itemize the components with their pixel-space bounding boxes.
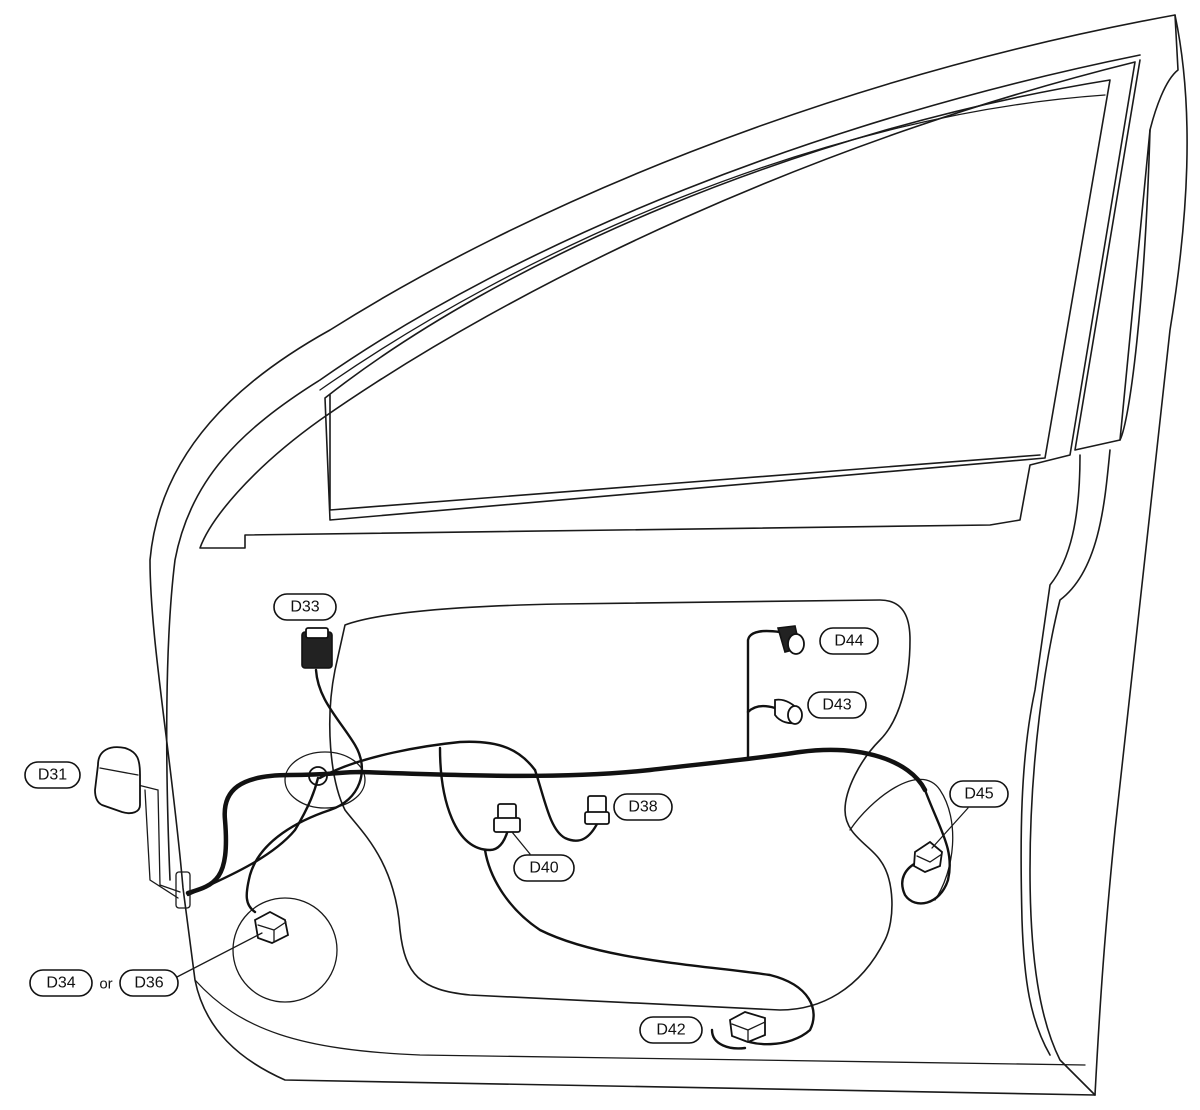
label-d45: D45 bbox=[949, 780, 1009, 808]
d31-bracket bbox=[137, 784, 181, 899]
label-d31-text: D31 bbox=[38, 767, 67, 784]
branch-d33 bbox=[245, 668, 364, 914]
label-d44: D44 bbox=[819, 627, 879, 655]
connector-d34-d36-face bbox=[257, 921, 287, 943]
connectors bbox=[94, 625, 943, 1043]
door-rear-panel bbox=[1029, 449, 1111, 1096]
door-inner-edge bbox=[165, 54, 1141, 881]
label-d34-text: D34 bbox=[46, 975, 75, 992]
window-frame-outer bbox=[199, 61, 1136, 549]
label-d31: D31 bbox=[24, 761, 81, 789]
door-rear-edge bbox=[1119, 14, 1179, 441]
leader-lines bbox=[174, 807, 969, 979]
label-d42-text: D42 bbox=[656, 1022, 685, 1039]
label-d38-text: D38 bbox=[628, 799, 657, 816]
connector-d40-base bbox=[493, 817, 521, 833]
wiring-harness bbox=[137, 629, 951, 1050]
branch-d38 bbox=[533, 768, 600, 842]
branch-d42-loop bbox=[710, 1028, 747, 1050]
door-body bbox=[149, 14, 1188, 1096]
connector-d44-end bbox=[787, 633, 805, 655]
branch-d44-d43 bbox=[746, 629, 782, 760]
branch-upper bbox=[318, 740, 537, 780]
connector-d38-base bbox=[584, 811, 610, 825]
label-d34: D34 bbox=[29, 969, 93, 997]
label-d44-text: D44 bbox=[834, 633, 863, 650]
label-d42: D42 bbox=[639, 1016, 703, 1044]
connector-d45 bbox=[913, 840, 943, 873]
label-d33: D33 bbox=[273, 593, 337, 621]
label-d45-text: D45 bbox=[964, 786, 993, 803]
connector-d34-d36 bbox=[254, 910, 290, 944]
branch-d45 bbox=[901, 788, 951, 905]
inner-panel-opening bbox=[329, 599, 911, 1011]
connector-d42 bbox=[729, 1011, 766, 1043]
label-d36-text: D36 bbox=[134, 975, 163, 992]
label-d40-text: D40 bbox=[529, 860, 558, 877]
branch-d31-side bbox=[186, 776, 320, 897]
connector-d45-face bbox=[916, 853, 943, 863]
harness-clip bbox=[175, 871, 191, 909]
speaker-outline bbox=[232, 897, 338, 1003]
window-glass bbox=[324, 79, 1111, 521]
connector-d42-face bbox=[731, 1021, 766, 1043]
label-d38: D38 bbox=[613, 793, 673, 821]
labels: D31 D33 D34 or D36 D38 D40 D42 D43 bbox=[24, 593, 1009, 1044]
grommet-outline bbox=[284, 751, 366, 809]
branch-lower bbox=[438, 746, 510, 852]
label-d43-text: D43 bbox=[822, 697, 851, 714]
door-rear-inner bbox=[1074, 59, 1151, 451]
door-rear-panel-inner bbox=[1020, 454, 1081, 1056]
label-or-text: or bbox=[99, 976, 112, 993]
leader-d45 bbox=[931, 807, 969, 849]
branch-d43 bbox=[746, 704, 777, 714]
window-glass-inner bbox=[329, 394, 1041, 511]
window-belt-line bbox=[319, 94, 1106, 391]
connector-d31-face bbox=[99, 767, 139, 776]
label-d43: D43 bbox=[807, 691, 867, 719]
door-outer-edge bbox=[149, 14, 1188, 1096]
connector-d31 bbox=[94, 746, 141, 815]
main-harness-trunk bbox=[185, 747, 928, 896]
label-d40: D40 bbox=[513, 854, 575, 882]
label-d33-text: D33 bbox=[290, 599, 319, 616]
label-d36: D36 bbox=[119, 969, 179, 997]
connector-d43-end bbox=[787, 705, 803, 725]
leader-d40 bbox=[511, 831, 531, 855]
lower-contour bbox=[194, 979, 1086, 1066]
connector-d33-top bbox=[305, 627, 329, 639]
branch-d42 bbox=[483, 848, 815, 1046]
leader-d34-d36 bbox=[174, 932, 263, 979]
